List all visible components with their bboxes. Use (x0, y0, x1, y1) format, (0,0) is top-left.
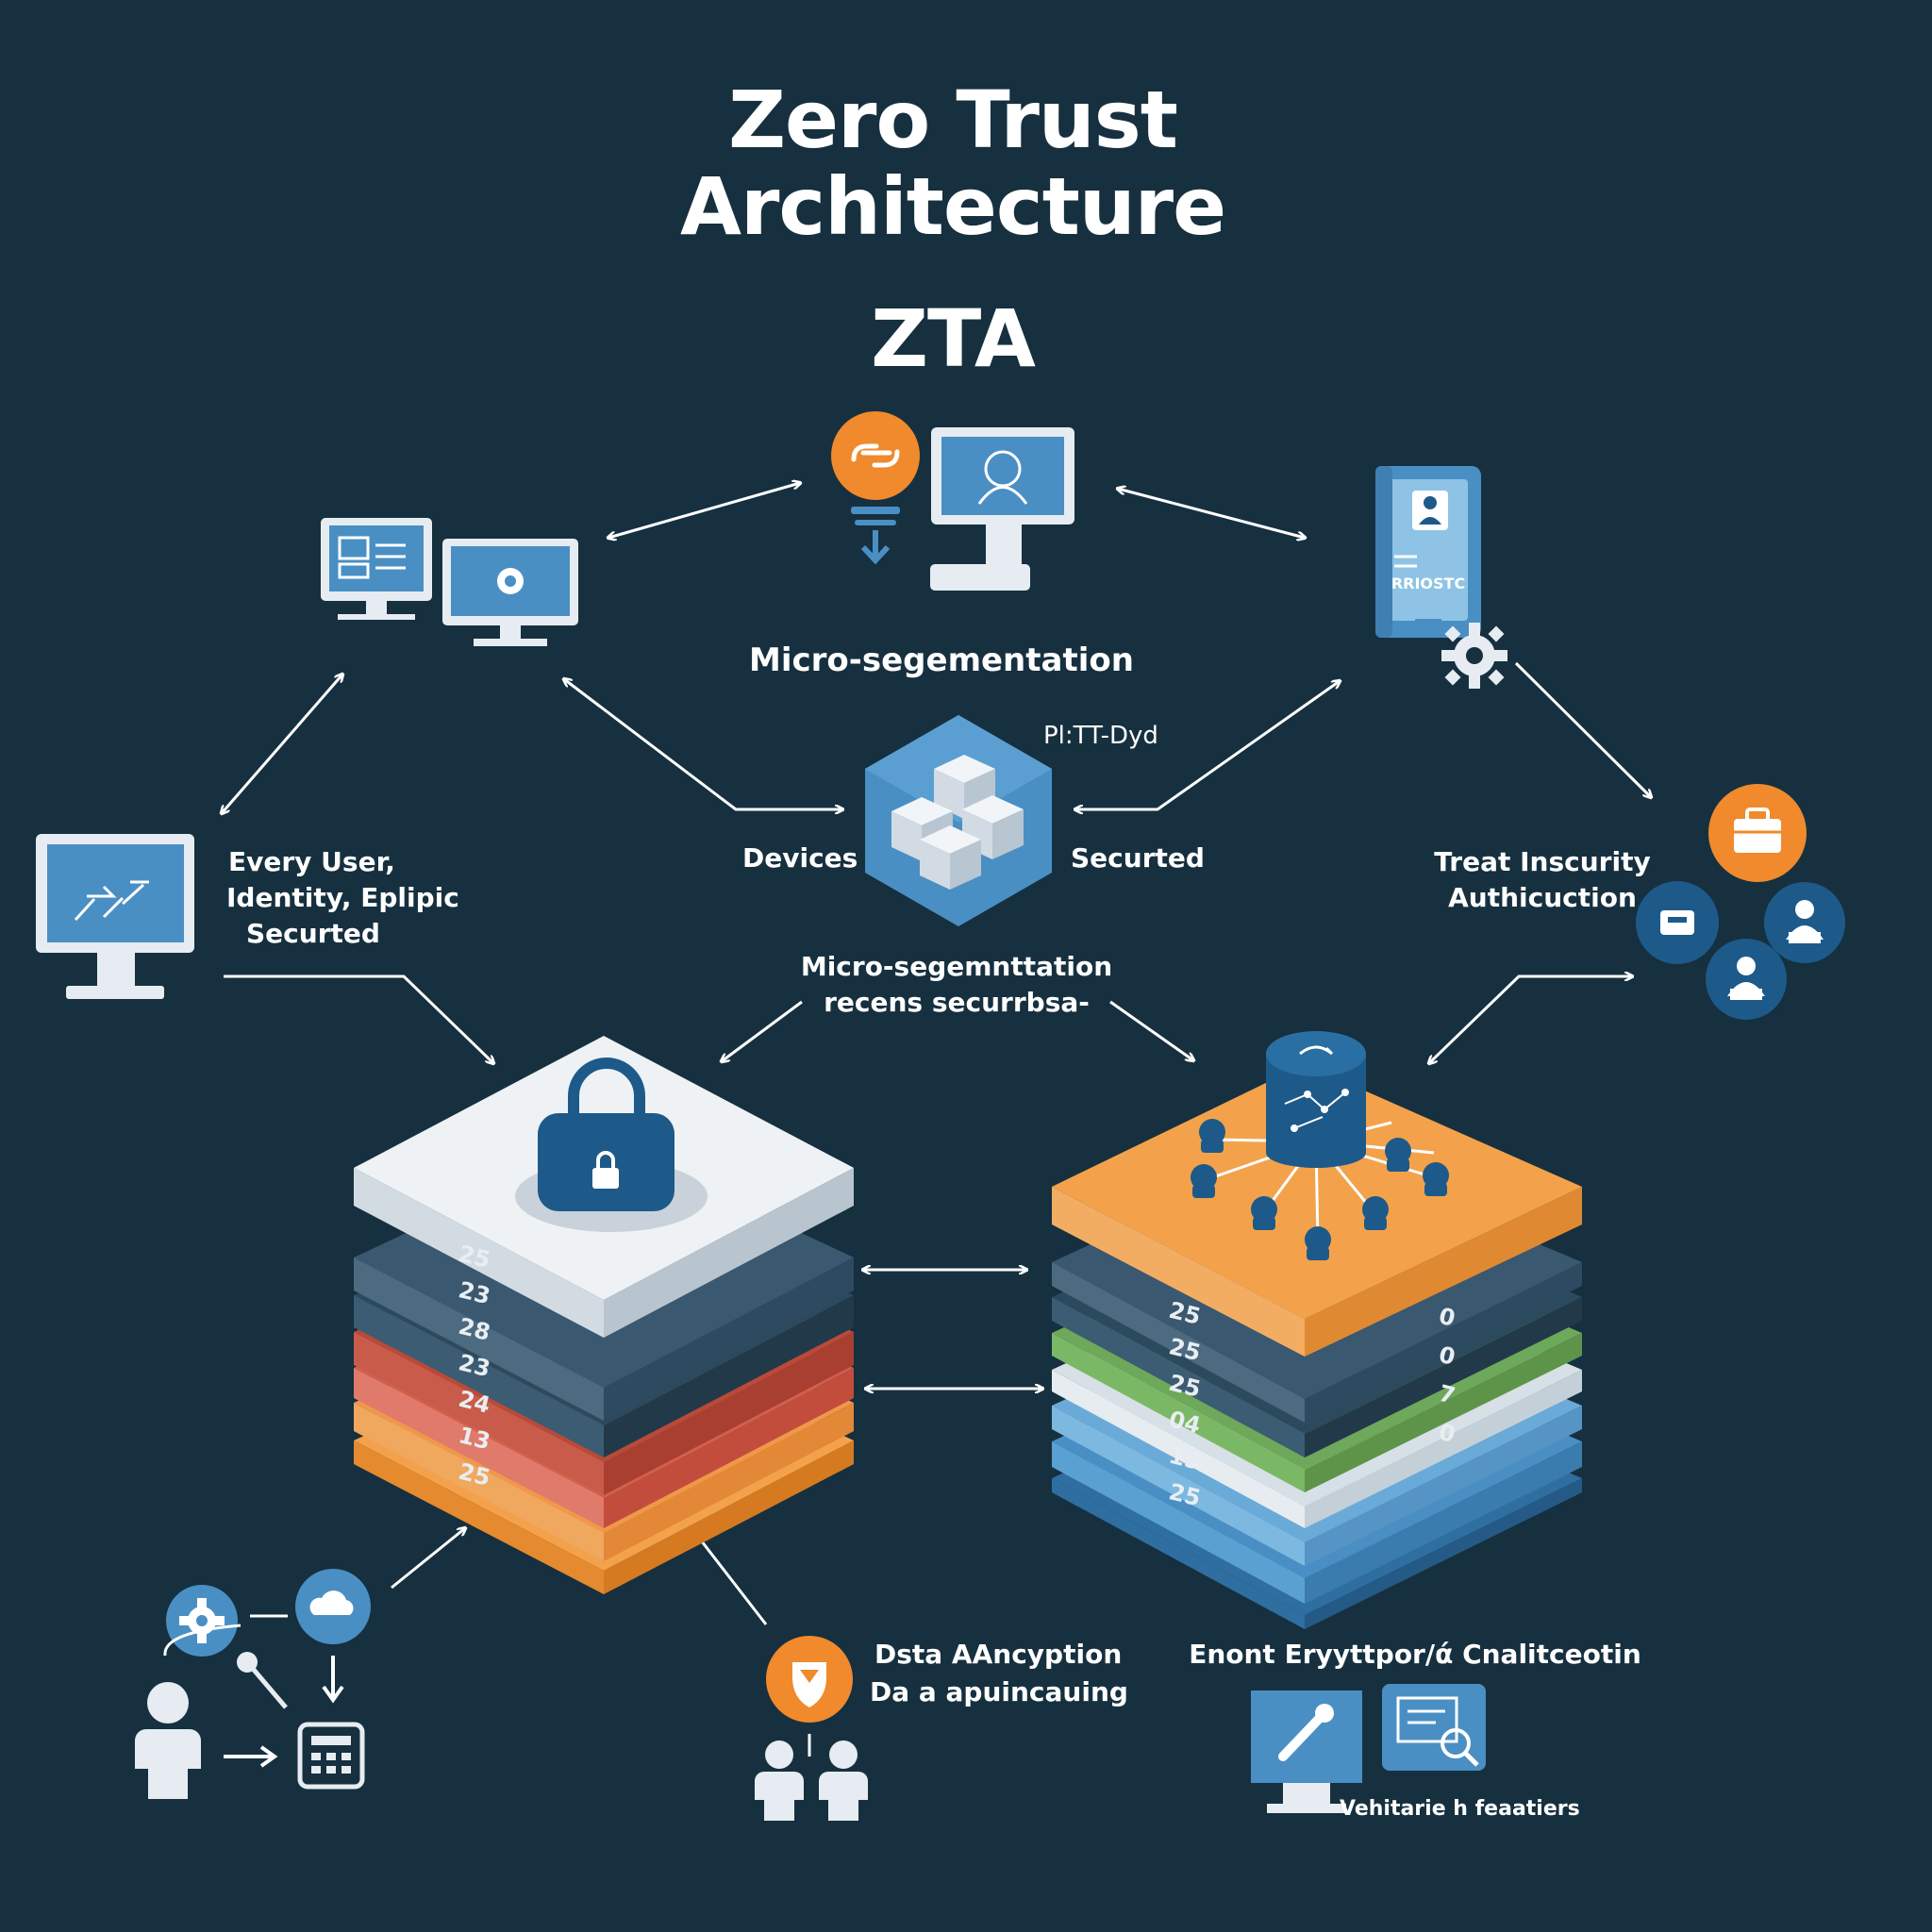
arrow-bottom-left-to-stack (391, 1528, 465, 1588)
padlock-icon (538, 1113, 675, 1211)
mid-label-line-1: Micro-segemnttation (768, 951, 1145, 982)
phone-icon: RRIOSTC (1375, 466, 1481, 638)
left-label-line-1: Every User, (228, 846, 395, 877)
secured-center-label: Securted (1071, 842, 1205, 874)
arrow-right-people-to-stack (1429, 976, 1632, 1063)
center-hexagon (865, 715, 1052, 926)
bottom-mid-label-line-1: Dsta AAncyption (874, 1639, 1122, 1670)
database-icon (1266, 1031, 1366, 1168)
tool-monitor-icon (1251, 1690, 1362, 1813)
micro-segmentation-top-label: Micro-segementation (749, 641, 1134, 679)
user-icon-a (1764, 882, 1845, 963)
bottom-right-caption: Vehitarie h feaatiers (1340, 1797, 1575, 1821)
right-label-line-1: Treat Inscurity (1429, 846, 1656, 877)
bottom-right-icons (1251, 1684, 1486, 1813)
arrow-top-left (608, 483, 800, 538)
top-center-group (831, 411, 1074, 591)
top-left-monitors (321, 518, 578, 646)
monitor-icon-top (930, 427, 1074, 591)
search-doc-icon (1382, 1684, 1486, 1771)
monitor-icon-b (442, 539, 578, 646)
right-label-line-2: Authicuction (1429, 882, 1656, 913)
arrow-bottom-mid-to-stack (695, 1533, 766, 1624)
arrow-phone-to-people (1516, 663, 1651, 797)
plt-dyl-label: Pl:TT-Dyd (1043, 722, 1158, 750)
people-pair-icon (755, 1740, 868, 1821)
left-monitor-icon (36, 834, 194, 999)
title-line-1: Zero Trust (0, 74, 1906, 166)
arrow-top-right (1118, 489, 1305, 538)
cloud-link-icon (831, 411, 920, 500)
arrow-to-center-left (564, 679, 842, 809)
left-label-line-3: Securted (246, 918, 380, 949)
monitor-icon-a (321, 518, 432, 620)
title-line-2: Architecture (0, 160, 1906, 253)
phone-text: RRIOSTC (1391, 575, 1465, 592)
right-people-cluster (1636, 784, 1845, 1020)
bulb-base (851, 507, 900, 514)
left-label-line-2: Identity, Eplipic (226, 882, 459, 913)
acronym-title: ZTA (0, 292, 1906, 385)
mid-label-line-2: recens securrbsa- (768, 987, 1145, 1018)
devices-label: Devices (742, 842, 858, 874)
person-icon (135, 1682, 201, 1799)
bottom-left-flow (135, 1569, 371, 1799)
bottom-middle-icons (755, 1636, 868, 1821)
arrow-left-diag (222, 675, 342, 813)
bottom-right-title: Enont Eryyttpor/ά Cnalitceotin (1184, 1639, 1646, 1670)
calculator-icon (300, 1724, 362, 1787)
gear-icon (1441, 623, 1507, 689)
top-right-phone-group: RRIOSTC (1375, 466, 1507, 689)
user-icon-b (1706, 939, 1787, 1020)
bottom-mid-label-line-2: Da a apuincauing (870, 1676, 1128, 1707)
arrow-left-to-stack (224, 976, 493, 1063)
down-arrow-icon (863, 530, 888, 560)
